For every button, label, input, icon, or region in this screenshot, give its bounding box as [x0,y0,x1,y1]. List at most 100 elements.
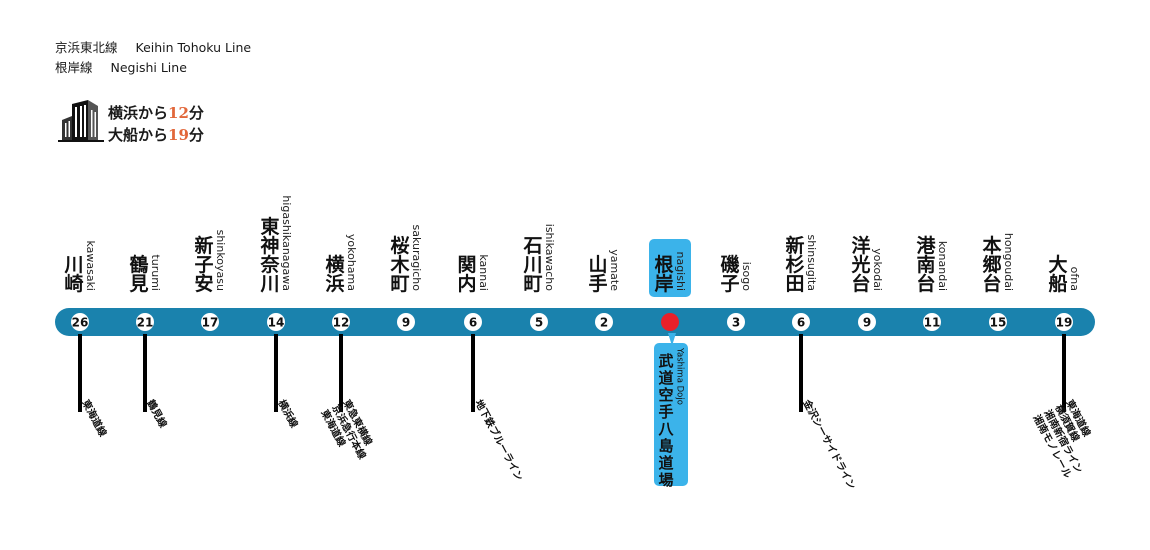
line-bar [55,308,1095,336]
station-romaji: yamate [608,249,621,291]
station-name: 石川町 [522,235,542,295]
dojo-name-char: 武 [658,352,673,370]
station-name-char: 洋 [851,234,870,257]
station-name-char: 新 [785,234,804,257]
station-name-char: 桜 [390,234,409,257]
minutes-label: 19 [1056,316,1073,330]
travel-time-text: 横浜から12分 大船から19分 [108,102,204,146]
station-name-char: 内 [457,272,476,295]
station-name: 山手 [588,254,607,295]
dojo-name-char: 場 [658,471,673,489]
transfer-line [471,334,475,412]
station-romaji: hongoudai [1002,233,1015,291]
station-name-char: 子 [194,254,213,276]
station-romaji: kannai [477,254,490,291]
station-name-char: 大 [1048,253,1067,276]
transfer-label: 地下鉄ブルーライン [472,397,526,483]
station-name: 大船 [1048,253,1067,295]
dojo-name-char: 手 [658,403,673,421]
station-name: 洋光台 [850,234,870,295]
station-name-char: 木 [389,253,410,276]
callout-pointer [668,333,676,346]
minutes-label: 14 [268,316,285,330]
station-romaji: turumi [149,254,162,291]
station-name-char: 石 [522,235,542,257]
station-name-char: 浜 [325,273,344,295]
transfer-line [274,334,278,412]
station-romaji: konandai [936,241,949,291]
callout-box [654,343,688,486]
station-name-char: 根 [654,253,673,276]
station-name-char: 台 [851,272,870,295]
minutes-circle [595,313,613,331]
station-name-char: 川 [63,254,83,276]
minutes-circle [1055,313,1073,331]
transfer-line [799,334,803,412]
station-name-char: 見 [129,273,148,295]
station-name: 根岸 [654,253,673,295]
line-name-ja: 根岸線 [55,60,93,75]
minutes-label: 9 [402,316,410,330]
minutes-circle [464,313,482,331]
minutes-circle [397,313,415,331]
station-romaji: yokodai [871,248,884,291]
minutes-circle [201,313,219,331]
station-romaji: ishikawacho [543,224,556,291]
minutes-label: 6 [797,316,805,330]
dojo-romaji: Yashima Dojo [675,347,685,405]
station-name-char: 南 [916,254,935,276]
station-name-char: 杉 [785,253,804,276]
transfer-label: 金沢シーサイドライン [800,396,859,491]
line-name-ja: 京浜東北線 [55,40,118,55]
transfer-line [78,334,82,412]
transfer-line [143,334,147,412]
minutes-circle [858,313,876,331]
station-name-char: 船 [1048,272,1067,295]
station-name-char: 港 [916,235,936,257]
station-name-char: 崎 [64,272,83,295]
dojo-name-char: 道 [658,369,673,387]
station-romaji: ofna [1068,267,1081,291]
station-name-char: 横 [325,253,345,276]
station-name-char: 関 [457,254,476,276]
minutes-circle [923,313,941,331]
station-name-char: 山 [588,254,607,276]
minutes-circle [727,313,745,331]
transfer-label: 鶴見線 [144,397,170,430]
dojo-name-char: 道 [658,454,673,472]
station-name-char: 田 [785,273,804,295]
station-name: 新杉田 [785,234,804,295]
station-romaji: kawasaki [84,240,97,291]
station-romaji: nagishi [674,251,687,291]
transfer-line [1062,334,1066,412]
minutes-circle [530,313,548,331]
station-name-char: 子 [720,273,739,295]
transfer-line [339,334,343,412]
station-name-char: 安 [194,272,213,295]
minutes-label: 5 [535,316,543,330]
station-name-char: 町 [523,273,542,295]
station-name-char: 光 [850,253,870,276]
station-name: 本郷台 [982,234,1001,295]
station-name-char: 神 [260,234,279,257]
minutes-label: 12 [333,316,350,330]
station-name-char: 川 [522,254,542,276]
station-name: 横浜 [325,253,345,295]
station-name-char: 岸 [654,273,673,295]
minutes-label: 26 [72,316,89,330]
